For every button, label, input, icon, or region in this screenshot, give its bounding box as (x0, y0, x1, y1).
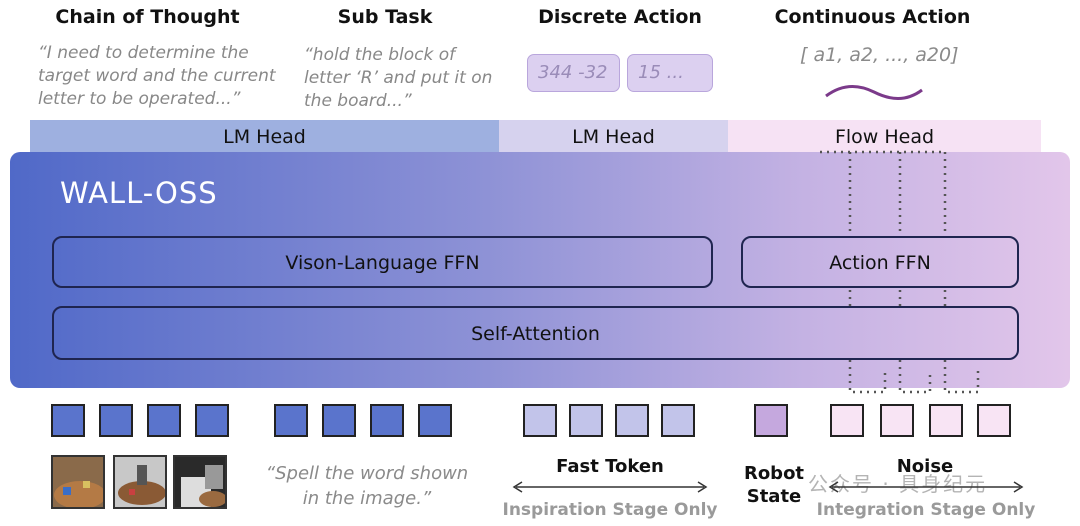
robot-state-label: Robot State (743, 463, 805, 507)
self-attention: Self-Attention (52, 306, 1019, 360)
continuous-action-vector: [ a1, a2, ..., a20] (800, 44, 959, 66)
text-token (274, 404, 308, 437)
wall-oss-panel (10, 152, 1070, 388)
action-ffn: Action FFN (741, 236, 1019, 288)
noise-label: Noise (896, 456, 954, 477)
continuous-wave-icon (825, 85, 923, 100)
fast-token (569, 404, 603, 437)
robot-state-token (754, 404, 788, 437)
text-token (370, 404, 404, 437)
image-token (147, 404, 181, 437)
sub-task-title: Sub Task (337, 6, 433, 28)
chain-of-thought-quote: “I need to determine the target word and… (38, 43, 276, 109)
integration-stage-label: Integration Stage Only (816, 500, 1036, 520)
instruction-quote: “Spell the word shown in the image.” (265, 463, 469, 509)
discrete-token-box-2: 15 ... (627, 54, 713, 92)
noise-token (929, 404, 963, 437)
fast-token (615, 404, 649, 437)
noise-token (830, 404, 864, 437)
camera-image-2 (113, 455, 167, 509)
flow-head: Flow Head (728, 120, 1041, 152)
vision-language-ffn: Vison-Language FFN (52, 236, 713, 288)
fast-token (523, 404, 557, 437)
continuous-action-title: Continuous Action (774, 6, 971, 28)
text-token (418, 404, 452, 437)
fast-token-label: Fast Token (556, 456, 664, 477)
image-token (195, 404, 229, 437)
noise-token (880, 404, 914, 437)
lm-head-2: LM Head (499, 120, 728, 152)
lm-head-1: LM Head (30, 120, 499, 152)
noise-token (977, 404, 1011, 437)
inspiration-arrow-icon (512, 481, 708, 493)
model-name: WALL-OSS (60, 176, 218, 210)
discrete-token-box-1: 344 -32 (527, 54, 620, 92)
discrete-action-title: Discrete Action (538, 6, 702, 28)
fast-token (661, 404, 695, 437)
chain-of-thought-title: Chain of Thought (55, 6, 240, 28)
camera-image-1 (51, 455, 105, 509)
image-token (99, 404, 133, 437)
flow-dotted-connectors (820, 150, 980, 394)
integration-arrow-icon (828, 481, 1024, 493)
sub-task-quote: “hold the block of letter ‘R’ and put it… (304, 45, 493, 111)
inspiration-stage-label: Inspiration Stage Only (502, 500, 718, 520)
camera-image-3 (173, 455, 227, 509)
image-token (51, 404, 85, 437)
text-token (322, 404, 356, 437)
